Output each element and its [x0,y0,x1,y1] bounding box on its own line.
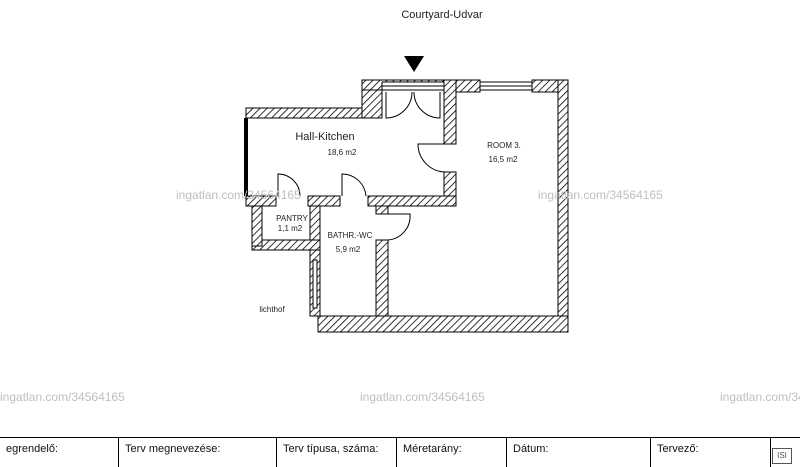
courtyard-label: Courtyard-Udvar [401,9,483,21]
room-area-bath: 5,9 m2 [336,245,361,254]
doors [277,91,447,241]
room-name-hall-kitchen: Hall-Kitchen [295,131,354,143]
title-cell-client: egrendelő: [0,437,118,467]
window-room3 [479,81,533,91]
entrance-frame [381,81,445,91]
window-left [244,118,248,196]
title-cell-designer: Tervező: [650,437,770,467]
watermark-text: ingatlan.com/34564165 [0,390,125,404]
title-cell-logo [770,437,800,467]
title-cell-date: Dátum: [506,437,650,467]
window-lichthof [312,259,318,309]
entrance-arrow [404,56,424,72]
room-area-room3: 16,5 m2 [489,155,518,164]
watermark-text: ingatlan.com/34564165 [360,390,485,404]
lichthof-label: lichthof [259,305,285,314]
watermark-text: ingatlan.com/34564165 [538,188,663,202]
room-name-room3: ROOM 3. [487,141,521,150]
title-cell-plan-type: Terv típusa, száma: [276,437,396,467]
walls [245,79,569,333]
title-block: egrendelő: Terv megnevezése: Terv típusa… [0,437,800,467]
room-name-bath: BATHR.-WC [328,231,373,240]
watermarks: ingatlan.com/34564165 ingatlan.com/34564… [0,188,800,404]
room-name-pantry: PANTRY [276,214,308,223]
designer-logo-icon: ISI [772,448,792,464]
watermark-text: ingatlan.com/34564165 [720,390,800,404]
room-area-hall-kitchen: 18,6 m2 [328,148,357,157]
title-cell-plan-name: Terv megnevezése: [118,437,276,467]
watermark-text: ingatlan.com/34564165 [176,188,301,202]
room-area-pantry: 1,1 m2 [278,224,303,233]
title-cell-scale: Méretarány: [396,437,506,467]
